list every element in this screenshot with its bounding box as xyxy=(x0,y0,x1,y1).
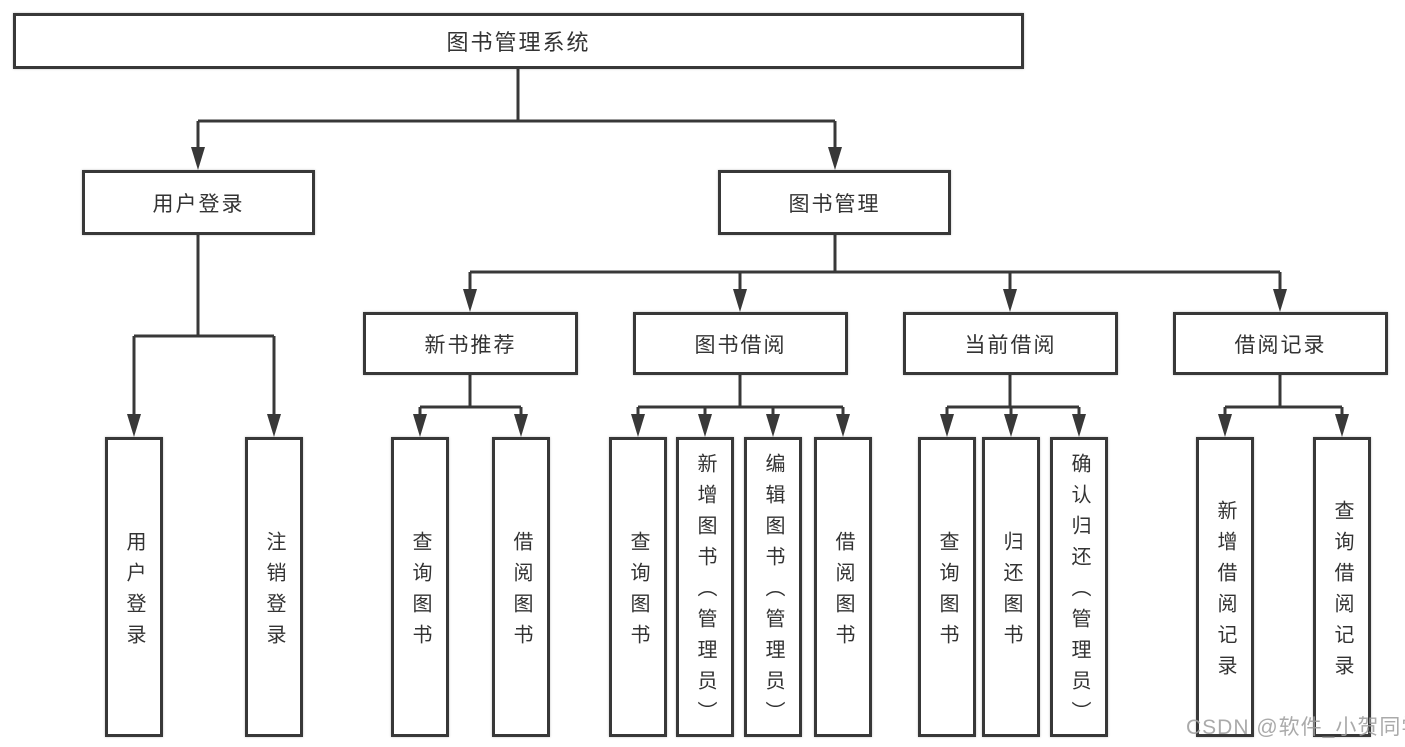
leaf-borrow-book-recommend: 借阅图书 xyxy=(492,437,550,737)
leaf-add-borrow-record: 新增借阅记录 xyxy=(1196,437,1254,737)
leaf-borrow-book-label: 借阅图书 xyxy=(832,530,854,655)
leaf-user-login-label: 用户登录 xyxy=(123,530,145,655)
node-user-login-label: 用户登录 xyxy=(152,192,245,216)
leaf-query-borrow-record-label: 查询借阅记录 xyxy=(1331,499,1353,686)
leaf-query-book-recommend-label: 查询图书 xyxy=(409,530,431,655)
leaf-edit-book-admin-label: 编辑图书（管理员） xyxy=(762,453,784,732)
leaf-query-book-current: 查询图书 xyxy=(918,437,976,737)
leaf-add-book-admin: 新增图书（管理员） xyxy=(676,437,734,737)
connector-elbows xyxy=(132,69,1344,420)
node-book-borrow: 图书借阅 xyxy=(633,312,848,375)
leaf-borrow-book-recommend-label: 借阅图书 xyxy=(510,530,532,655)
node-book-borrow-label: 图书借阅 xyxy=(694,333,787,357)
leaf-query-borrow-record: 查询借阅记录 xyxy=(1313,437,1371,737)
node-root-label: 图书管理系统 xyxy=(446,30,591,55)
node-current-borrow: 当前借阅 xyxy=(903,312,1118,375)
leaf-add-borrow-record-label: 新增借阅记录 xyxy=(1214,499,1236,686)
leaf-return-book-label: 归还图书 xyxy=(1000,530,1022,655)
leaf-confirm-return-admin: 确认归还（管理员） xyxy=(1050,437,1108,737)
leaf-confirm-return-admin-label: 确认归还（管理员） xyxy=(1068,453,1090,732)
node-new-book-recommend: 新书推荐 xyxy=(363,312,578,375)
node-book-management-label: 图书管理 xyxy=(788,192,881,216)
node-book-management: 图书管理 xyxy=(718,170,951,235)
leaf-edit-book-admin: 编辑图书（管理员） xyxy=(744,437,802,737)
leaf-query-book-borrow-label: 查询图书 xyxy=(627,530,649,655)
leaf-add-book-admin-label: 新增图书（管理员） xyxy=(694,453,716,732)
node-borrow-records-label: 借阅记录 xyxy=(1234,333,1327,357)
leaf-return-book: 归还图书 xyxy=(982,437,1040,737)
leaf-logout: 注销登录 xyxy=(245,437,303,737)
node-root: 图书管理系统 xyxy=(13,13,1024,69)
node-new-book-recommend-label: 新书推荐 xyxy=(424,333,517,357)
connector-arrowheads xyxy=(127,147,1349,437)
leaf-query-book-recommend: 查询图书 xyxy=(391,437,449,737)
node-user-login: 用户登录 xyxy=(82,170,315,235)
leaf-borrow-book: 借阅图书 xyxy=(814,437,872,737)
leaf-logout-label: 注销登录 xyxy=(263,530,285,655)
leaf-query-book-current-label: 查询图书 xyxy=(936,530,958,655)
leaf-query-book-borrow: 查询图书 xyxy=(609,437,667,737)
node-current-borrow-label: 当前借阅 xyxy=(964,333,1057,357)
leaf-user-login: 用户登录 xyxy=(105,437,163,737)
watermark: CSDN @软件_小贺同学 xyxy=(1186,716,1405,739)
node-borrow-records: 借阅记录 xyxy=(1173,312,1388,375)
